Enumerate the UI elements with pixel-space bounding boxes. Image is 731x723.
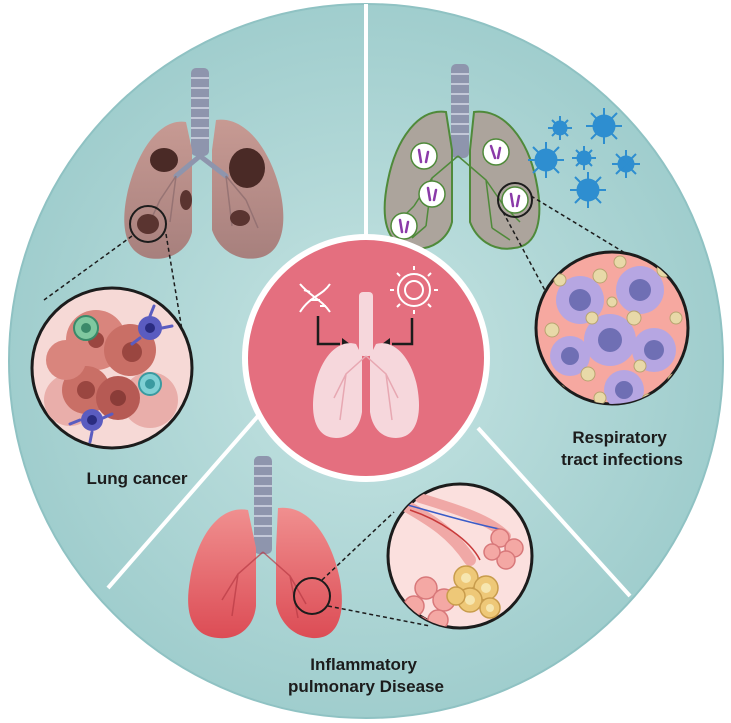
center-disc (242, 234, 490, 482)
virus-icon (528, 142, 564, 178)
virus-icon (612, 150, 640, 178)
virus-particles (528, 108, 640, 208)
respiratory-label: Respiratory tract infections (561, 428, 683, 469)
tumor-cells-zoom (30, 286, 194, 450)
lungs-icon (312, 292, 420, 438)
lung-cancer-illustration (43, 68, 284, 331)
inflamed-alveoli-zoom (386, 482, 534, 630)
virus-icon (572, 146, 596, 170)
infected-cells-zoom (534, 250, 690, 406)
inflammatory-label-line-2: pulmonary Disease (288, 677, 444, 696)
inflammatory-illustration (188, 456, 431, 639)
virus-icon (390, 266, 438, 314)
inflammatory-label-line-1: Inflammatory (310, 655, 417, 674)
virus-icon (586, 108, 622, 144)
lung-cancer-label: Lung cancer (86, 469, 187, 488)
dna-icon (299, 283, 331, 313)
lung-cancer-label-line: Lung cancer (86, 469, 187, 488)
virus-icon (570, 172, 606, 208)
respiratory-label-line-2: tract infections (561, 450, 683, 469)
virus-icon (548, 116, 572, 140)
inflammatory-label: Inflammatory pulmonary Disease (288, 655, 444, 696)
section-dividers (106, 4, 632, 598)
respiratory-illustration (383, 64, 641, 297)
respiratory-label-line-1: Respiratory (572, 428, 667, 447)
